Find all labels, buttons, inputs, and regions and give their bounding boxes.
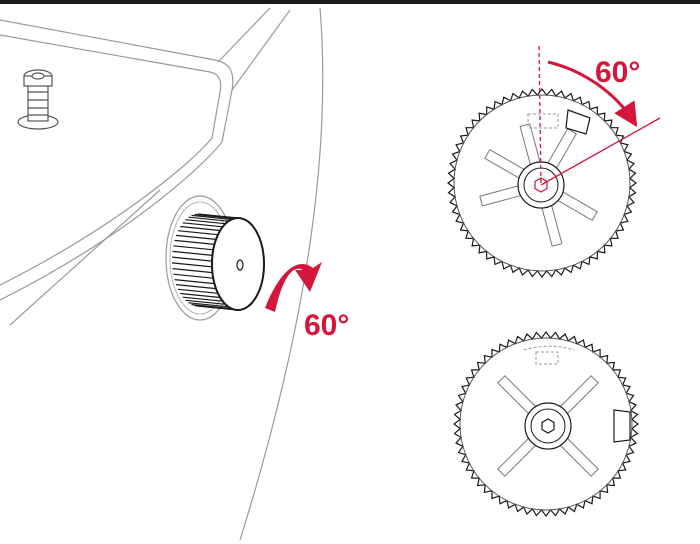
reference-line [538, 45, 542, 186]
knurl-line [172, 262, 213, 268]
knurl-line [191, 304, 232, 310]
knurl-line [191, 214, 232, 220]
dial-rotation-arrow-icon [547, 60, 638, 128]
knurled-knob-icon [165, 195, 265, 321]
knurl-line [172, 256, 213, 262]
knurl-line [177, 288, 219, 294]
knurl-line [173, 273, 214, 279]
knurl-line [185, 219, 226, 225]
knurl-line [175, 234, 217, 240]
knurl-line [173, 245, 214, 251]
knurl-line [174, 239, 215, 245]
knurl-line [185, 299, 226, 305]
knob-rotation-label: 60° [304, 309, 349, 342]
dial-bottom [452, 330, 640, 518]
knurl-line [188, 216, 229, 222]
knurl-line [177, 230, 219, 236]
device-housing [0, 7, 324, 541]
knurl-line [194, 213, 235, 219]
top-border [0, 0, 700, 4]
knurl-line [188, 302, 229, 308]
target-line [540, 117, 661, 186]
curved-arrow-icon [265, 262, 322, 312]
knurl-line [182, 296, 223, 302]
knurl-line [174, 279, 215, 285]
knurl-line [180, 292, 221, 299]
hex-socket-screw-icon [17, 69, 59, 130]
hex-socket-icon [541, 418, 555, 434]
knurl-line [175, 284, 217, 290]
knurl-line [197, 213, 239, 219]
dial-rotation-label: 60° [595, 56, 640, 89]
dial-top [447, 45, 661, 278]
knurl-line [172, 268, 213, 274]
knurl-line [172, 250, 213, 256]
knurl-line [180, 225, 221, 232]
knurl-line [182, 222, 223, 228]
